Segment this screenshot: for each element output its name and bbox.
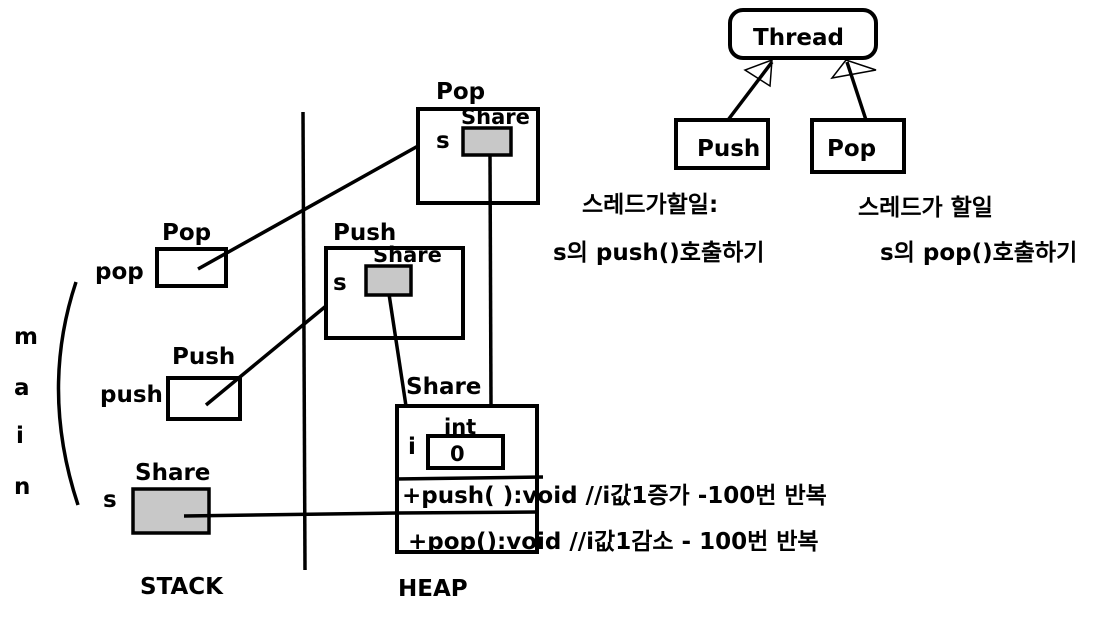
heap-push-type: Push [333,220,396,246]
pop-class-box [810,118,906,174]
heap-pop-type: Pop [436,79,485,105]
heap-share-method-push: +push( ):void //i값1증가 -100번 반복 [402,483,827,509]
pop-class-label: Pop [827,136,876,162]
push-inherits-thread-line [726,60,774,122]
heap-share-divider-1 [394,475,544,481]
ref-pop-to-heap-pop [197,144,419,271]
heap-push-field: s [333,270,347,296]
stack-push-type: Push [172,344,235,370]
ref-heap-push-share-to-share [387,293,408,407]
heap-share-divider-2 [396,510,539,515]
heap-pop-share-ref [461,126,513,157]
stack-heap-divider [301,111,307,571]
main-letter-a: a [14,375,30,401]
ref-heap-pop-share-to-share [488,154,493,407]
heap-push-share-label: Share [373,243,442,267]
stack-push-var: push [100,382,163,408]
heap-share-type: Share [406,374,481,400]
pop-desc-line1: 스레드가 할일 [858,195,993,221]
heap-pop-field: s [436,128,450,154]
ref-s-to-heap-share [183,511,398,518]
ref-push-to-heap-push [204,304,328,407]
heap-share-field-i: i [408,434,416,460]
stack-pop-type: Pop [162,220,211,246]
pop-desc-line2: s의 pop()호출하기 [880,240,1077,266]
stack-pop-box [155,247,228,288]
heap-label: HEAP [398,576,468,602]
thread-class-box [728,8,878,60]
heap-push-share-ref [364,264,413,297]
push-class-box [674,118,770,170]
stack-label: STACK [140,574,224,600]
thread-class-label: Thread [753,25,844,51]
pop-inherits-arrowhead-icon [830,59,877,80]
stack-share-var: s [103,487,117,513]
push-class-label: Push [697,136,760,162]
heap-pop-share-label: Share [461,105,530,129]
stack-share-box [131,487,211,535]
main-letter-m: m [14,324,38,350]
push-desc-line2: s의 push()호출하기 [553,240,764,266]
pop-inherits-thread-line [845,61,868,121]
stack-share-type: Share [135,460,210,486]
main-letter-i: i [16,423,24,449]
main-bracket [56,281,80,506]
main-letter-n: n [14,474,30,500]
heap-share-i-box [426,434,505,470]
push-inherits-arrowhead-icon [743,58,773,88]
heap-share-i-value: 0 [450,442,465,466]
heap-share-method-pop: +pop():void //i값1감소 - 100번 반복 [408,529,819,555]
push-desc-line1: 스레드가할일: [582,192,718,218]
stack-pop-var: pop [95,259,144,285]
